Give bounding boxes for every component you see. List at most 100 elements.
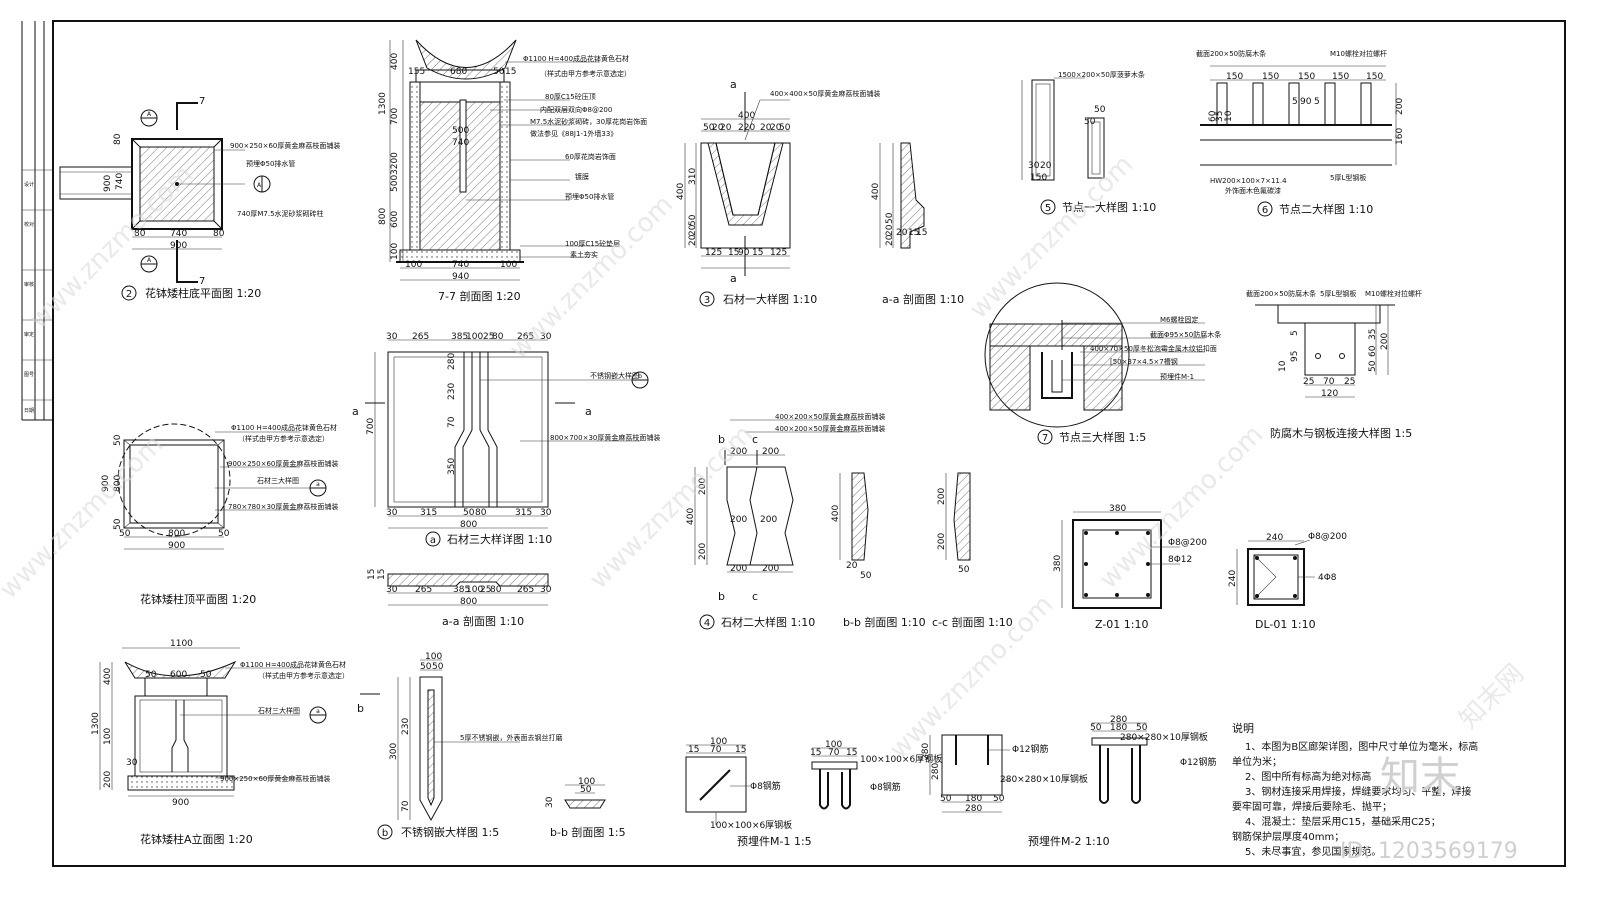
watermark-site: www.znzmo.com — [964, 150, 1139, 325]
dim-label: 50 — [218, 529, 230, 539]
dim-label: 5 — [1292, 97, 1298, 107]
callout-label: 900×250×60厚黄金麻荔枝面铺装 — [220, 774, 330, 783]
dim-label: 315 — [515, 508, 532, 518]
dim-label: 95 — [1290, 351, 1300, 362]
dim-label: 90 — [1300, 97, 1312, 107]
dim-label: 150 — [1332, 72, 1349, 82]
watermark-brand: 知末网 — [1454, 659, 1530, 735]
callout-label: 不锈钢嵌大样图 — [590, 371, 639, 380]
dim-label: 50 — [1090, 723, 1102, 733]
callout-label: 石材三大样图 — [258, 706, 300, 715]
detail-title: 预埋件M-2 1:10 — [1028, 835, 1110, 848]
callout-label: 800×700×30厚黄金麻荔枝面铺装 — [550, 433, 660, 442]
dim-label: 380 — [1053, 555, 1063, 572]
detail-title: b-b 剖面图 1:5 — [550, 825, 626, 839]
dim-label: 10 — [1224, 110, 1234, 122]
dim-label: 125 — [705, 248, 722, 258]
dim-label: 280 — [447, 353, 457, 370]
detail-3-stone-one: 400 50 20 20 220 20 20 50 125 15 90 15 1… — [676, 78, 880, 307]
dim-label: 15 — [377, 569, 387, 580]
dim-label: 30 — [540, 585, 552, 595]
detail-title: 预埋件M-1 1:5 — [737, 835, 812, 848]
detail-title: 节点二大样图 1:10 — [1279, 202, 1373, 216]
callout-label: 外饰面木色氟碳漆 — [1225, 186, 1281, 195]
dim-label: 20 — [770, 123, 782, 133]
detail-title: 石材二大样图 1:10 — [721, 615, 815, 629]
dim-label: 100 — [825, 740, 842, 750]
dim-label: 180 — [965, 794, 982, 804]
dim-label: 50 — [940, 794, 952, 804]
dim-label: 265 — [412, 332, 429, 342]
detail-dl-01-beam: 240 240 Φ8@200 4Φ8 DL-01 1:10 — [1228, 532, 1347, 631]
callout-label: 400×200×50厚黄金麻荔枝面铺装 — [775, 412, 885, 421]
dim-label: 200 — [730, 447, 747, 457]
dim-label: 800 — [113, 475, 123, 492]
detail-z-01-column: 380 380 Φ8@200 8Φ12 Z-01 1:10 — [1053, 504, 1207, 631]
section-mark: A — [147, 257, 152, 264]
detail-title: 节点一大样图 1:10 — [1062, 200, 1156, 214]
detail-number: 5 — [1045, 203, 1051, 214]
callout-label: 400×70×50厚冬松泡霉金属木纹铝扣面 — [1090, 344, 1217, 353]
callout-label: 400×400×50厚黄金麻荔枝面铺装 — [770, 89, 880, 98]
detail-m-1-embed: 15 70 15 100 Φ8钢筋 100×100×6厚钢板 预埋件M-1 1:… — [685, 737, 812, 848]
dim-label: 15 — [810, 748, 821, 758]
dim-label: 400 — [871, 183, 881, 200]
dim-label: 50 — [688, 214, 698, 226]
dim-label: 700 — [366, 418, 376, 435]
dim-label: 280 — [921, 743, 931, 760]
dim-label: 200 — [1395, 98, 1405, 115]
detail-title: 花钵矮柱底平面图 1:20 — [145, 286, 261, 300]
dim-label: 680 — [450, 67, 467, 77]
detail-column-elevation-a: 1100 50 600 50 900 400 1300 100 30 200 Φ… — [91, 639, 349, 846]
callout-label: 740厚M7.5水泥砂浆砌砖柱 — [237, 209, 324, 218]
dim-label: 240 — [1228, 570, 1238, 587]
note-line: 4、混凝土：垫层采用C15，基础采用C25； — [1245, 815, 1441, 828]
callout-label: 5厚L型钢板 — [1320, 289, 1356, 298]
section-mark: A — [147, 111, 152, 118]
dim-label: 300 — [389, 743, 399, 760]
note-line: 单位为米； — [1232, 755, 1282, 768]
dim-label: 30 — [126, 758, 138, 768]
dim-label: 400 — [738, 111, 755, 121]
callout-label: M10螺栓对拉螺杆 — [1330, 49, 1387, 58]
dim-label: 100 — [500, 260, 517, 270]
dim-label: 265 — [517, 332, 534, 342]
dim-label: 100 — [425, 652, 442, 662]
dim-label: 740 — [452, 138, 469, 148]
rebar-label: Φ8@200 — [1168, 538, 1207, 548]
dim-label: 280 — [965, 804, 982, 814]
dim-label: 500 — [390, 175, 400, 192]
detail-b-stainless-inlay: 100 50 50 230 300 70 5厚不锈钢嵌，外表面去钢丝打磨 b b… — [357, 652, 562, 840]
dim-label: 90 — [738, 248, 750, 258]
dim-label: 10 — [1278, 360, 1288, 372]
dim-label: 200 — [103, 771, 113, 788]
dim-label: 200 — [937, 488, 947, 505]
detail-number: 4 — [704, 618, 710, 629]
dim-label: 50 — [1368, 360, 1378, 372]
dim-label: 20 — [1040, 161, 1052, 171]
callout-label: 做法参见《88J1-1外墙33》 — [530, 129, 617, 138]
dim-label: 200 — [1380, 333, 1390, 350]
detail-title: DL-01 1:10 — [1255, 618, 1316, 631]
general-notes: 说明 1、本图为B区廊架详图，图中尺寸单位为毫米，标高 单位为米； 2、图中所有… — [1232, 721, 1478, 858]
detail-m-1-embed-side: 15 70 15 100 100×100×6厚钢板 Φ8钢筋 — [810, 740, 942, 810]
detail-title: a-a 剖面图 1:10 — [442, 614, 524, 628]
detail-wood-steel-connection: 截面200×50防腐木条 5厚L型钢板 M10螺栓对拉螺杆 25 70 25 1… — [1246, 289, 1422, 440]
callout-label: 预埋Φ50排水管 — [246, 159, 295, 168]
dim-label: 15 — [846, 748, 857, 758]
dim-label: 30 — [386, 508, 398, 518]
dim-label: 1100 — [170, 639, 193, 649]
detail-m-2-embed: 50 180 50 280 280 280 Φ12钢筋 280×280×10厚钢… — [921, 734, 1110, 848]
watermark-logo: 知末 — [1380, 754, 1460, 800]
callout-label: （样式由甲方参考示意选定） — [258, 671, 349, 680]
detail-title: 7-7 剖面图 1:20 — [438, 289, 521, 303]
dim-label: 15 — [916, 228, 927, 238]
dim-label: 600 — [170, 670, 187, 680]
dim-label: 200 — [730, 515, 747, 525]
section-mark: a — [316, 481, 320, 488]
callout-label: 280×280×10厚钢板 — [1120, 731, 1208, 743]
leader-lines — [466, 61, 610, 258]
dim-label: 50 — [113, 518, 123, 530]
